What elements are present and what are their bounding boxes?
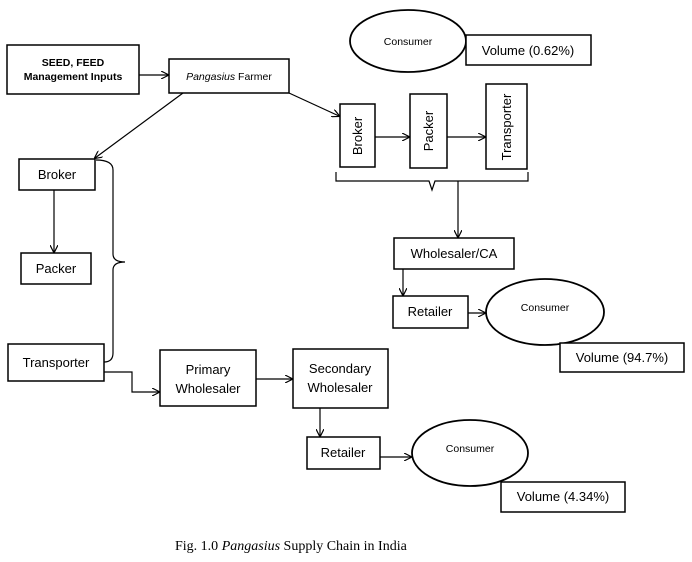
svg-text:Volume (4.34%): Volume (4.34%) <box>517 489 610 504</box>
primary-wholesaler-box: Primary Wholesaler <box>159 349 257 407</box>
svg-text:Pangasius Farmer: Pangasius Farmer <box>186 71 272 83</box>
svg-text:Packer: Packer <box>421 110 436 151</box>
svg-text:Volume (0.62%): Volume (0.62%) <box>482 43 575 58</box>
svg-text:Secondary: Secondary <box>309 361 372 376</box>
svg-text:Primary: Primary <box>186 362 231 377</box>
wholesaler-ca-box: Wholesaler/CA <box>393 237 515 270</box>
svg-text:SEED, FEED: SEED, FEED <box>42 57 105 69</box>
connectors <box>54 75 529 457</box>
svg-text:Wholesaler: Wholesaler <box>307 380 373 395</box>
farmer-box: Pangasius Farmer <box>168 58 290 94</box>
packer-top-box: Packer <box>409 93 448 169</box>
svg-text:Packer: Packer <box>36 261 77 276</box>
consumer-mid: Consumer <box>485 278 605 346</box>
consumer-top: Consumer <box>349 9 467 73</box>
arrow-farmer-broker-left <box>95 92 184 158</box>
transporter-left-box: Transporter <box>7 343 105 382</box>
figure-caption: Fig. 1.0 Pangasius Supply Chain in India <box>175 539 408 554</box>
consumer-bottom: Consumer <box>411 419 529 487</box>
secondary-wholesaler-box: Secondary Wholesaler <box>292 348 389 409</box>
broker-left-box: Broker <box>18 158 96 191</box>
svg-text:Consumer: Consumer <box>446 443 495 455</box>
svg-text:Volume (94.7%): Volume (94.7%) <box>576 350 669 365</box>
arrow-transporter-primary <box>104 371 159 392</box>
top-group-bracket <box>335 172 529 192</box>
svg-text:Broker: Broker <box>38 167 77 182</box>
svg-text:Management Inputs: Management Inputs <box>24 71 123 83</box>
svg-text:Retailer: Retailer <box>321 445 366 460</box>
svg-text:Consumer: Consumer <box>521 302 570 314</box>
packer-left-box: Packer <box>20 252 92 285</box>
retailer-bottom-box: Retailer <box>306 436 381 470</box>
left-group-bracket <box>95 159 126 363</box>
svg-text:Transporter: Transporter <box>499 93 514 160</box>
volume-mid-box: Volume (94.7%) <box>559 342 685 373</box>
volume-top-box: Volume (0.62%) <box>465 34 592 66</box>
svg-text:Retailer: Retailer <box>408 304 453 319</box>
svg-text:Broker: Broker <box>350 116 365 155</box>
svg-text:Wholesaler/CA: Wholesaler/CA <box>411 246 498 261</box>
svg-text:Consumer: Consumer <box>384 36 433 48</box>
inputs-box: SEED, FEED Management Inputs <box>6 44 140 95</box>
transporter-top-box: Transporter <box>485 83 528 170</box>
arrow-farmer-broker-top <box>288 92 339 116</box>
volume-bottom-box: Volume (4.34%) <box>500 481 626 513</box>
svg-text:Wholesaler: Wholesaler <box>175 381 241 396</box>
broker-top-box: Broker <box>339 103 376 168</box>
svg-text:Transporter: Transporter <box>23 355 90 370</box>
retailer-mid-box: Retailer <box>392 295 469 329</box>
